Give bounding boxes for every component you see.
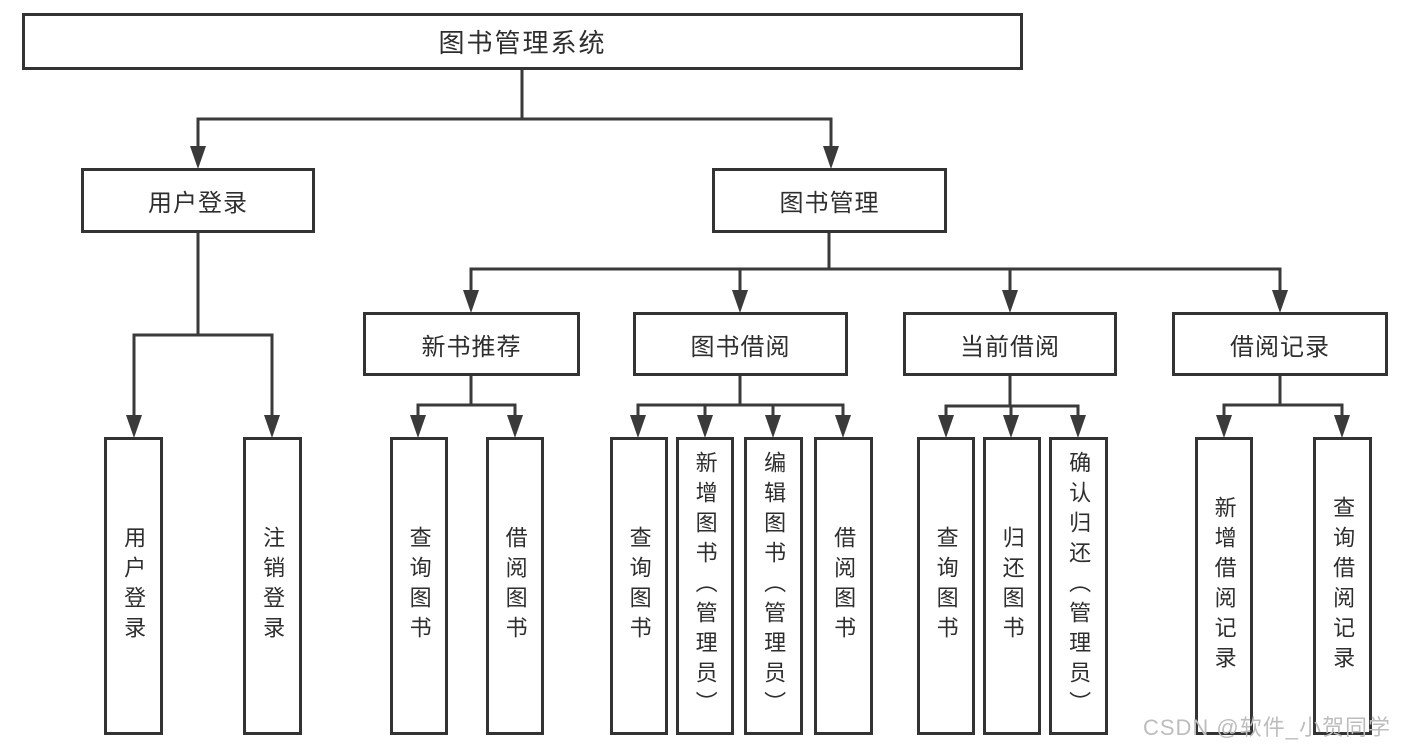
node-label: 用户登录 bbox=[148, 190, 248, 217]
node-label: 新增借阅记录 bbox=[1211, 496, 1237, 676]
node-label: 注销登录 bbox=[260, 526, 286, 646]
leaf-records-query-record: 查询借阅记录 bbox=[1313, 437, 1372, 735]
node-label: 编辑图书（管理员） bbox=[761, 451, 787, 721]
leaf-recommend-borrow-book: 借阅图书 bbox=[486, 437, 544, 735]
node-book-borrow: 图书借阅 bbox=[633, 312, 848, 376]
node-label: 新书推荐 bbox=[421, 333, 522, 361]
node-label: 查询图书 bbox=[626, 526, 652, 646]
leaf-records-add-record: 新增借阅记录 bbox=[1195, 437, 1253, 735]
node-label: 借阅图书 bbox=[831, 526, 857, 646]
node-label: 图书借阅 bbox=[690, 333, 791, 361]
node-book-management: 图书管理 bbox=[712, 168, 947, 233]
leaf-current-query-book: 查询图书 bbox=[917, 437, 975, 735]
csdn-watermark: CSDN @软件_小贺同学 bbox=[1142, 715, 1391, 740]
node-label: 确认归还（管理员） bbox=[1066, 451, 1092, 721]
node-label: 新增图书（管理员） bbox=[692, 451, 718, 721]
node-label: 当前借阅 bbox=[960, 333, 1060, 361]
leaf-current-return-book: 归还图书 bbox=[983, 437, 1041, 735]
node-label: 借阅图书 bbox=[502, 526, 528, 646]
node-user-login: 用户登录 bbox=[81, 168, 315, 233]
arrowhead-icons bbox=[126, 146, 1350, 438]
leaf-borrow-edit-book-admin: 编辑图书（管理员） bbox=[744, 437, 803, 735]
node-current-borrow: 当前借阅 bbox=[903, 312, 1117, 376]
leaf-borrow-add-book-admin: 新增图书（管理员） bbox=[676, 437, 734, 735]
node-label: 查询借阅记录 bbox=[1330, 496, 1356, 676]
node-label: 查询图书 bbox=[933, 526, 959, 646]
node-label: 归还图书 bbox=[999, 526, 1025, 646]
node-new-book-recommend: 新书推荐 bbox=[363, 312, 580, 376]
node-borrow-records: 借阅记录 bbox=[1172, 312, 1388, 376]
node-label: 借阅记录 bbox=[1230, 333, 1330, 361]
leaf-borrow-query-book: 查询图书 bbox=[610, 437, 668, 735]
leaf-recommend-query-book: 查询图书 bbox=[390, 437, 448, 735]
leaf-logout-login: 注销登录 bbox=[243, 437, 302, 735]
leaf-current-confirm-return-admin: 确认归还（管理员） bbox=[1049, 437, 1108, 735]
leaf-user-login: 用户登录 bbox=[104, 437, 163, 735]
node-label: 图书管理系统 bbox=[438, 28, 607, 58]
node-label: 查询图书 bbox=[406, 526, 432, 646]
leaf-borrow-borrow-book: 借阅图书 bbox=[814, 437, 873, 735]
node-label: 图书管理 bbox=[779, 190, 880, 217]
node-root: 图书管理系统 bbox=[22, 13, 1023, 70]
node-label: 用户登录 bbox=[121, 526, 147, 646]
